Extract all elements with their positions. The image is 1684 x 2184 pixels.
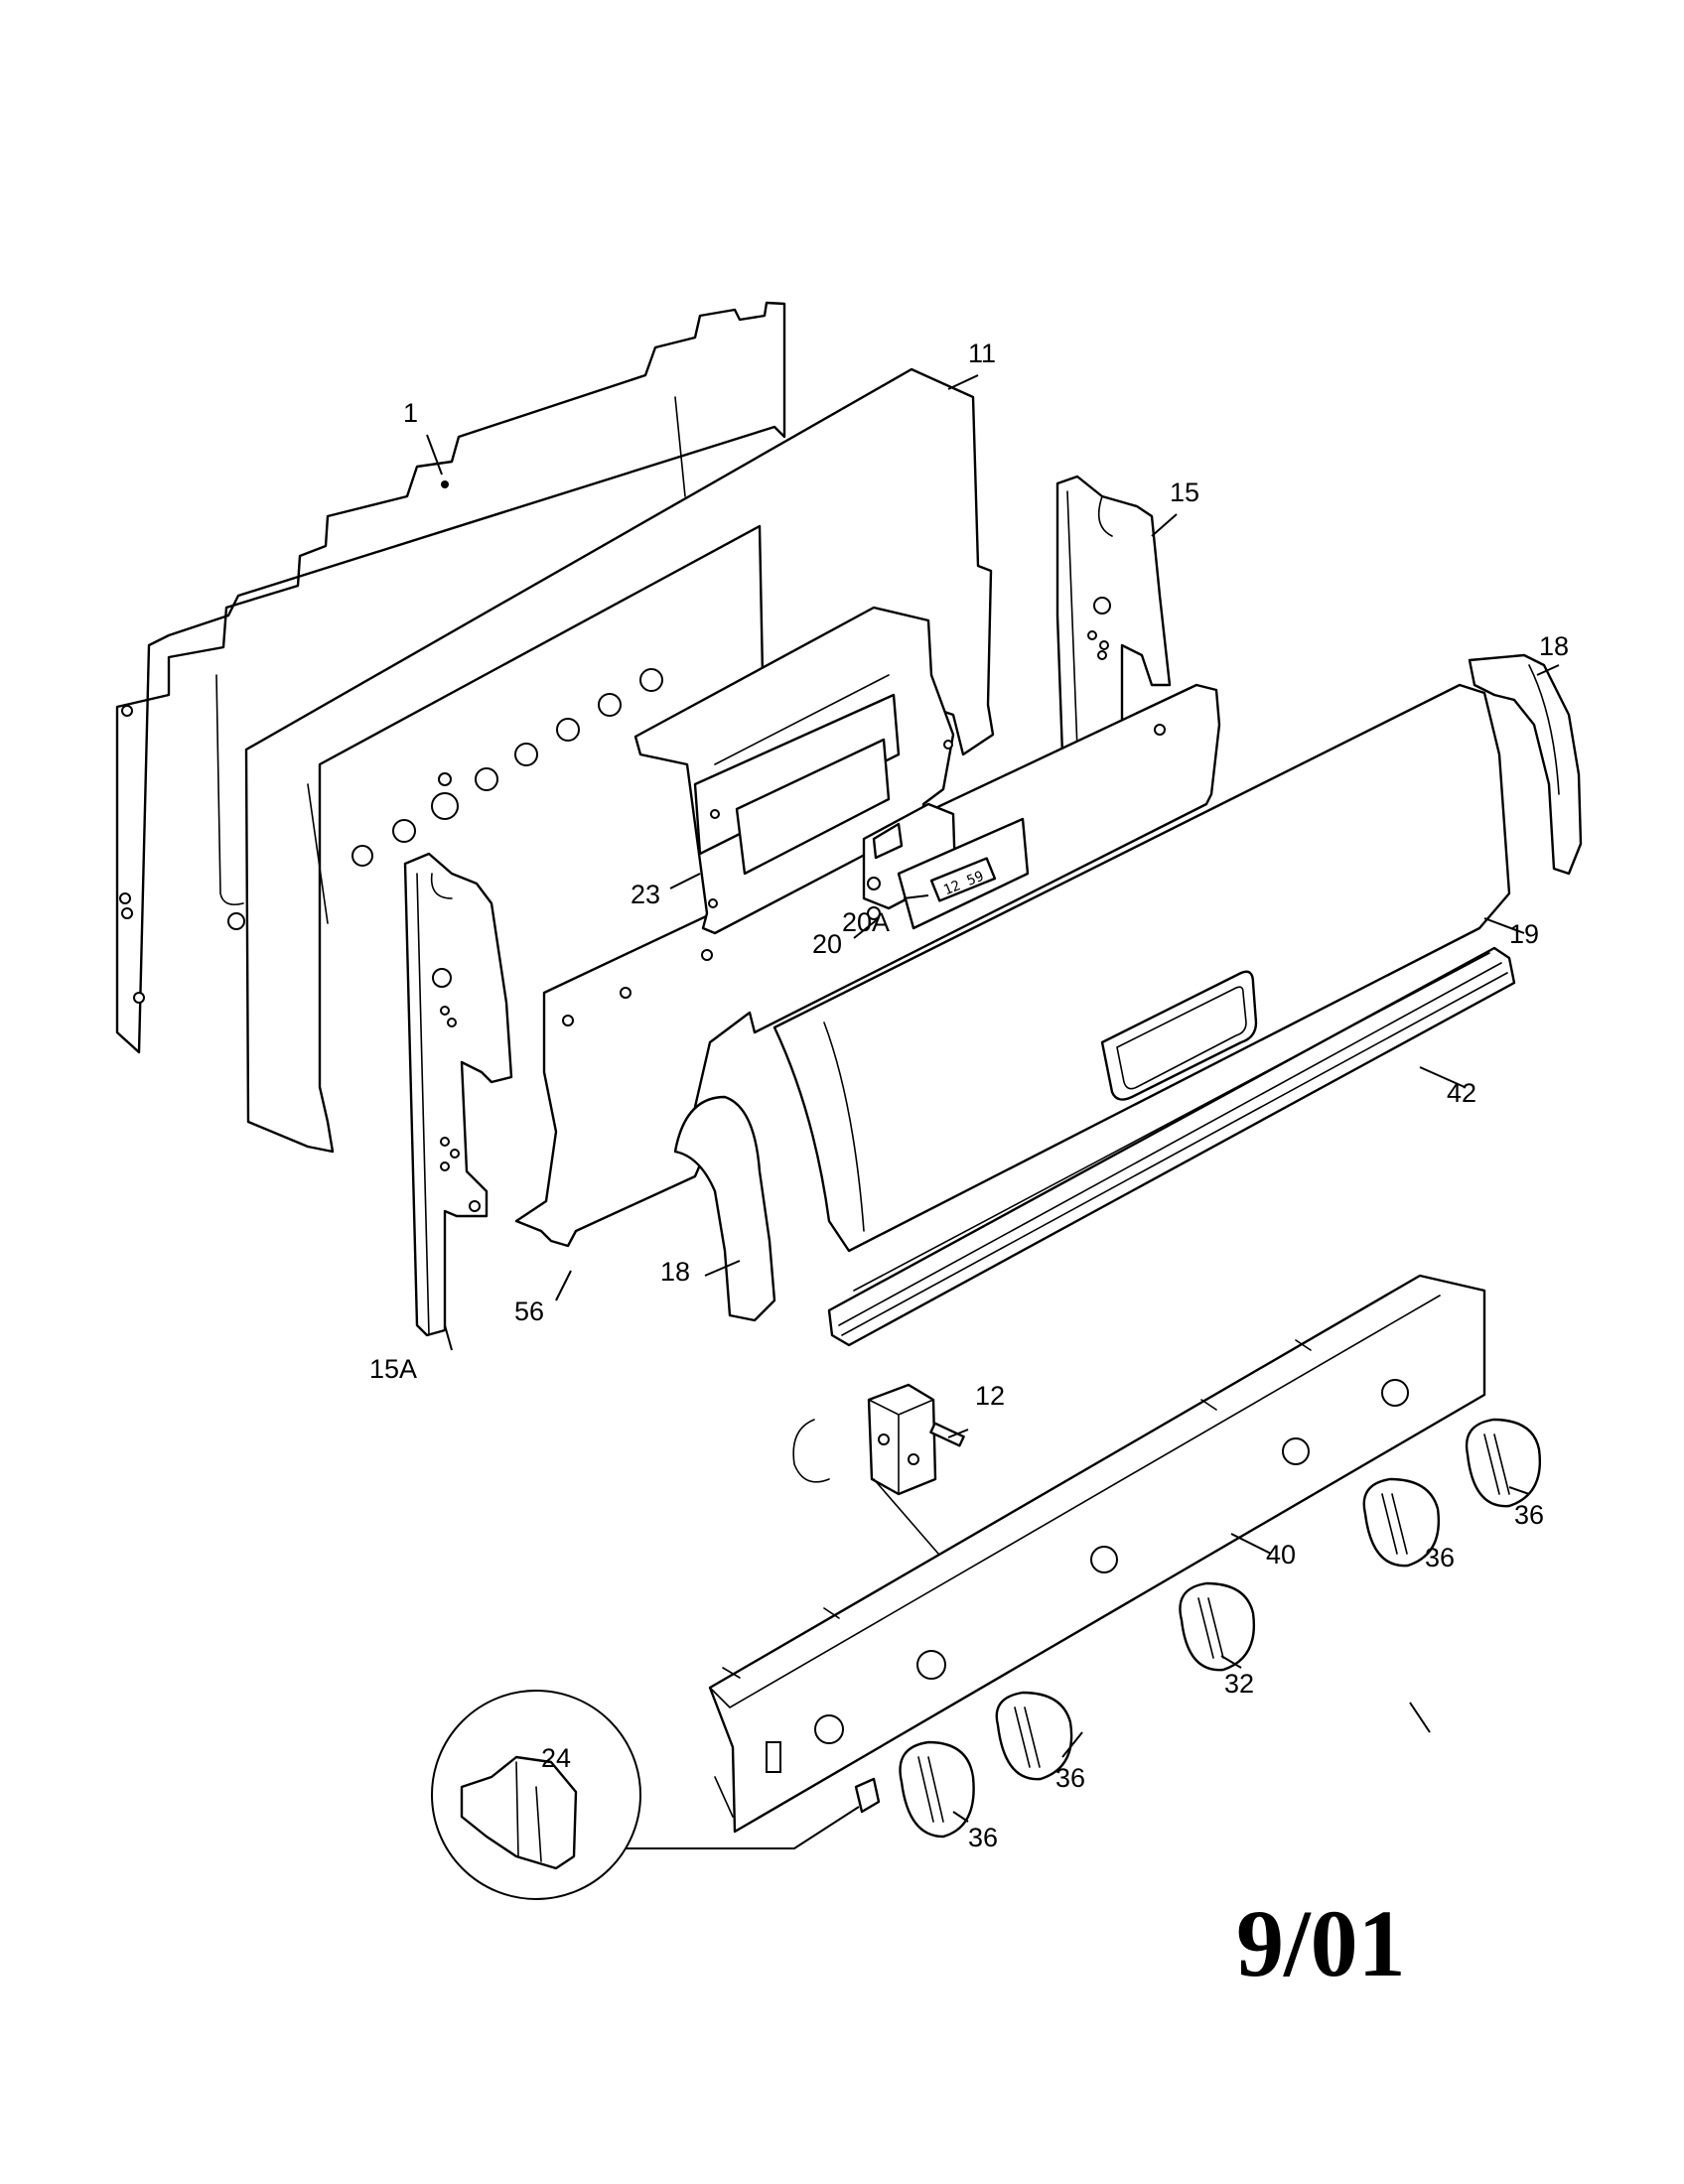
callout-56: 56 — [514, 1297, 544, 1326]
part-40-control-panel — [708, 1274, 1486, 1834]
part-11-panel-frame — [227, 367, 995, 1154]
callout-15: 15 — [1170, 478, 1199, 507]
part-12-thermostat — [792, 1383, 965, 1555]
date-mark: 9/01 — [1236, 1890, 1406, 1996]
callout-15a: 15A — [369, 1354, 417, 1384]
knob-32 — [1179, 1581, 1256, 1672]
callout-24: 24 — [541, 1743, 571, 1773]
callout-36-c: 36 — [1425, 1543, 1455, 1572]
callout-19: 19 — [1509, 919, 1539, 949]
knob-36-d — [1465, 1418, 1542, 1508]
callout-11: 11 — [968, 339, 996, 368]
part-1-back-panel — [115, 301, 786, 1054]
leader-lines — [426, 374, 1560, 1823]
part-19-backguard-trim — [772, 683, 1511, 1253]
part-23-clock-bracket — [633, 606, 955, 935]
callout-36-a: 36 — [968, 1823, 998, 1852]
callout-36-d: 36 — [1514, 1500, 1544, 1530]
callout-40: 40 — [1266, 1540, 1296, 1570]
part-24-switch — [431, 1690, 881, 1900]
part-20-clock-module: 12 59 — [862, 802, 1030, 930]
callout-42: 42 — [1447, 1078, 1476, 1108]
part-18-end-cap-right — [1468, 653, 1583, 876]
callout-12: 12 — [975, 1381, 1005, 1411]
knob-36-a — [899, 1740, 975, 1839]
part-42-trim-rail — [827, 946, 1516, 1347]
part-18-end-cap-left — [673, 1095, 776, 1322]
part-15a-side-bracket — [403, 852, 513, 1337]
knob-36-b — [995, 1691, 1073, 1781]
callout-20a: 20A — [842, 907, 890, 937]
callout-36-b: 36 — [1055, 1763, 1085, 1793]
knob-36-c — [1362, 1477, 1441, 1568]
callout-18-right: 18 — [1539, 631, 1569, 661]
callout-20: 20 — [812, 929, 842, 959]
callout-32: 32 — [1224, 1669, 1254, 1699]
callout-18-left: 18 — [660, 1257, 690, 1287]
callout-23: 23 — [631, 880, 660, 909]
callout-1: 1 — [403, 398, 418, 428]
